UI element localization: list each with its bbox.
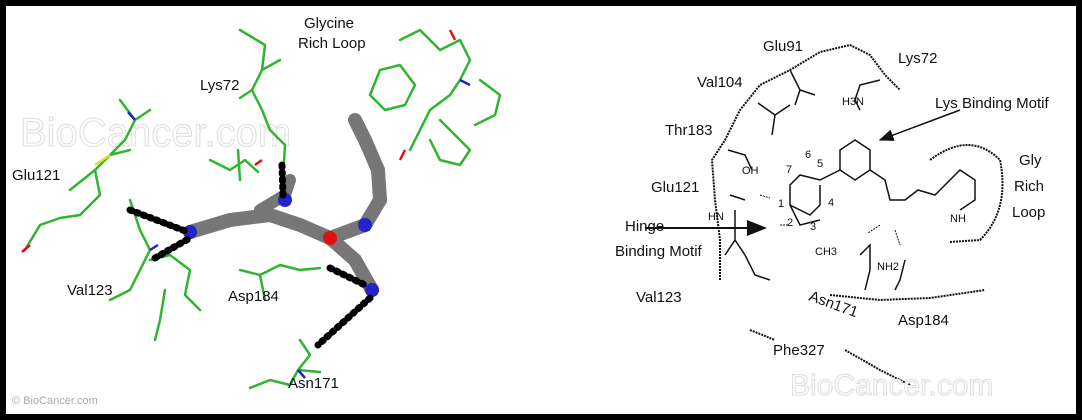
hydrogen-bonds bbox=[126, 161, 374, 349]
atom-label-2: 2 bbox=[787, 217, 793, 229]
left-watermark: BioCancer.com bbox=[20, 111, 291, 155]
atom-label-6: 6 bbox=[805, 149, 811, 161]
figure-frame: BioCancer.com Glycine Rich Loop bbox=[6, 6, 1076, 414]
atom-h3n: H3N bbox=[842, 96, 864, 108]
label-asn171-left: Asn171 bbox=[288, 375, 339, 392]
label-asp184-right: Asp184 bbox=[898, 312, 949, 329]
atom-label-7: 7 bbox=[786, 164, 792, 176]
atom-hn: HN bbox=[708, 211, 724, 223]
label-val123-left: Val123 bbox=[67, 282, 113, 299]
label-binding-motif: Binding Motif bbox=[615, 243, 703, 260]
label-lys72-left: Lys72 bbox=[200, 77, 239, 94]
label-phe327: Phe327 bbox=[773, 342, 825, 359]
label-glu121-left: Glu121 bbox=[12, 167, 60, 184]
atom-oh: OH bbox=[742, 165, 759, 177]
label-val104: Val104 bbox=[697, 74, 743, 91]
atom-label-3: 3 bbox=[810, 221, 816, 233]
label-lys-binding-motif: Lys Binding Motif bbox=[935, 95, 1049, 112]
copyright-text: © BioCancer.com bbox=[12, 395, 98, 407]
atom-ch3: CH3 bbox=[815, 246, 837, 258]
label-hinge: Hinge bbox=[625, 218, 664, 235]
label-glycine: Glycine bbox=[304, 15, 354, 32]
label-lys72-right: Lys72 bbox=[898, 50, 937, 67]
atom-nh2: NH2 bbox=[877, 261, 899, 273]
atom-label-1: 1 bbox=[778, 198, 784, 210]
label-glu91: Glu91 bbox=[763, 38, 803, 55]
left-protein-sticks bbox=[21, 28, 502, 390]
atom-nh: NH bbox=[950, 213, 966, 225]
label-loop: Loop bbox=[1012, 204, 1045, 221]
atom-label-5: 5 bbox=[817, 158, 823, 170]
label-asp184-left: Asp184 bbox=[228, 288, 279, 305]
right-watermark: BioCancer.com bbox=[790, 369, 993, 402]
atom-label-4: 4 bbox=[828, 197, 834, 209]
right-schematic bbox=[645, 43, 1004, 386]
label-rich-loop: Rich Loop bbox=[298, 35, 366, 52]
label-thr183: Thr183 bbox=[665, 122, 713, 139]
label-glu121-right: Glu121 bbox=[651, 179, 699, 196]
label-rich: Rich bbox=[1014, 178, 1044, 195]
label-gly: Gly bbox=[1019, 152, 1042, 169]
figure-svg: BioCancer.com Glycine Rich Loop bbox=[12, 15, 1049, 407]
label-val123-right: Val123 bbox=[636, 289, 682, 306]
label-asn171-right: Asn171 bbox=[807, 288, 861, 321]
